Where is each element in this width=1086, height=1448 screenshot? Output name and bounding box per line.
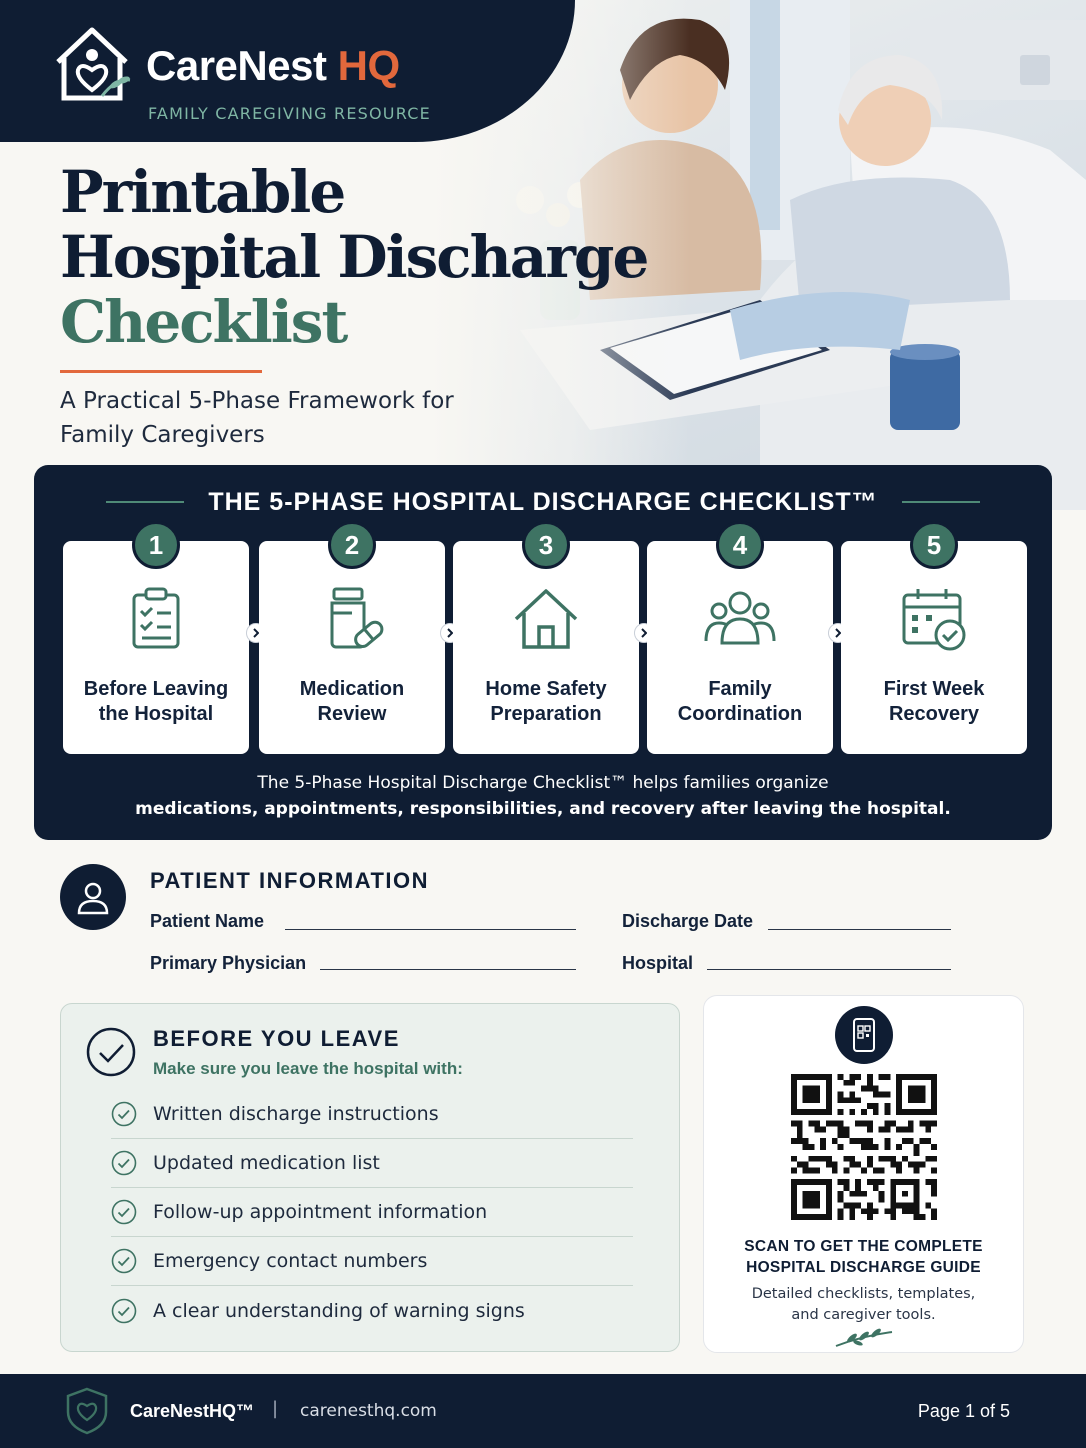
brand-name-accent: HQ [337,42,401,89]
checklist-item-label: Follow-up appointment information [153,1201,488,1223]
circle-check-icon [86,1027,136,1077]
qr-title: SCAN TO GET THE COMPLETE HOSPITAL DISCHA… [704,1236,1023,1278]
phase-description-line-2: medications, appointments, responsibilit… [135,799,951,819]
phase-panel: THE 5-PHASE HOSPITAL DISCHARGE CHECKLIST… [34,465,1052,840]
document-title: Printable Hospital Discharge Checklist [60,158,649,356]
checkbox-check-icon [111,1298,137,1323]
carenest-house-heart-logo-icon [56,27,131,101]
checkbox-check-icon [111,1248,137,1274]
patient-name-label: Patient Name [150,911,265,931]
footer-website-link[interactable]: carenesthq.com [300,1401,437,1421]
qr-title-line-1: SCAN TO GET THE COMPLETE [744,1238,983,1255]
brand-tagline: FAMILY CAREGIVING RESOURCE [148,104,431,123]
phase-label-5: First Week Recovery [883,678,985,725]
phase-number-1: 1 [132,521,180,569]
phase-card-1: 1 Before Leaving the Hospital [63,521,249,754]
checklist-item-label: Written discharge instructions [153,1103,439,1125]
leaf-sprig-icon [835,1328,892,1347]
qr-card: SCAN TO GET THE COMPLETE HOSPITAL DISCHA… [703,995,1024,1353]
checklist-item-label: Updated medication list [153,1152,380,1174]
hospital-field[interactable] [707,969,951,970]
phase-card-3: 3 Home Safety Preparation [453,521,639,754]
phase-label-2: Medication Review [299,678,405,725]
phase-description: The 5-Phase Hospital Discharge Checklist… [34,770,1052,822]
primary-physician-label: Primary Physician [150,953,307,973]
discharge-date-field[interactable] [768,929,951,930]
phase-heading-row: THE 5-PHASE HOSPITAL DISCHARGE CHECKLIST… [34,487,1052,517]
footer-separator: | [272,1398,279,1419]
footer: CareNestHQ™ | carenesthq.com Page 1 of 5 [0,1374,1086,1448]
hospital-label: Hospital [622,953,694,973]
pill-bottle-icon [330,587,384,649]
phase-number-3: 3 [522,521,570,569]
patient-info-title: PATIENT INFORMATION [150,868,430,893]
brand-name-main: CareNest [146,42,327,89]
phase-card-5: 5 First Week Recovery [841,521,1027,754]
phase-number-5: 5 [910,521,958,569]
checklist-item-label: Emergency contact numbers [153,1250,428,1272]
phase-number-4: 4 [716,521,764,569]
primary-physician-field[interactable] [320,969,576,970]
checklist-item[interactable]: Updated medication list [111,1139,633,1188]
before-you-leave-card: BEFORE YOU LEAVE Make sure you leave the… [60,1003,680,1352]
brand-name: CareNest HQ [146,42,400,90]
title-underline [60,370,262,373]
checklist-item[interactable]: A clear understanding of warning signs [111,1286,633,1335]
checklist-item[interactable]: Emergency contact numbers [111,1237,633,1286]
phase-description-line-1: The 5-Phase Hospital Discharge Checklist… [257,773,829,793]
phase-heading: THE 5-PHASE HOSPITAL DISCHARGE CHECKLIST… [208,487,878,516]
phase-label-1: Before Leaving the Hospital [83,678,229,725]
qr-code-icon[interactable] [790,1074,938,1220]
patient-name-field[interactable] [285,929,576,930]
qr-title-line-2: HOSPITAL DISCHARGE GUIDE [746,1259,981,1276]
calendar-check-icon [902,589,966,651]
house-icon [514,589,578,649]
phase-label-4: Family Coordination [677,678,803,725]
shield-heart-icon [66,1387,108,1435]
document-subtitle: A Practical 5-Phase Framework for Family… [60,388,454,448]
qr-subtitle: Detailed checklists, templates, and care… [704,1284,1023,1326]
title-line-3: Checklist [60,288,348,356]
qr-subtitle-line-2: and caregiver tools. [791,1307,936,1323]
clipboard-checklist-icon [132,587,180,649]
patient-user-icon [60,864,126,930]
checklist-item-label: A clear understanding of warning signs [153,1299,525,1322]
heading-rule-left [106,501,185,503]
checkbox-check-icon [111,1150,137,1176]
checklist-item[interactable]: Follow-up appointment information [111,1188,633,1237]
phase-card-2: 2 Medication Review [259,521,445,754]
title-line-1: Printable [60,158,346,226]
discharge-date-label: Discharge Date [622,911,754,931]
family-group-icon [704,591,776,645]
before-you-leave-subtitle: Make sure you leave the hospital with: [153,1059,463,1078]
qr-subtitle-line-1: Detailed checklists, templates, [751,1286,976,1302]
page-number: Page 1 of 5 [917,1401,1010,1421]
checkbox-check-icon [111,1199,137,1225]
phase-label-3: Home Safety Preparation [485,678,607,725]
checkbox-check-icon [111,1101,137,1127]
footer-brand: CareNestHQ™ [130,1401,255,1421]
hero-photo-caregiver-patient [430,0,1086,510]
phone-qr-icon [834,1006,893,1064]
heading-rule-right [901,501,980,503]
title-line-2: Hospital Discharge [60,223,649,291]
header-band [0,0,575,142]
phase-number-2: 2 [328,521,376,569]
checklist-item[interactable]: Written discharge instructions [111,1090,633,1139]
phase-card-4: 4 Family Coordination [647,521,833,754]
before-you-leave-title: BEFORE YOU LEAVE [153,1026,400,1051]
